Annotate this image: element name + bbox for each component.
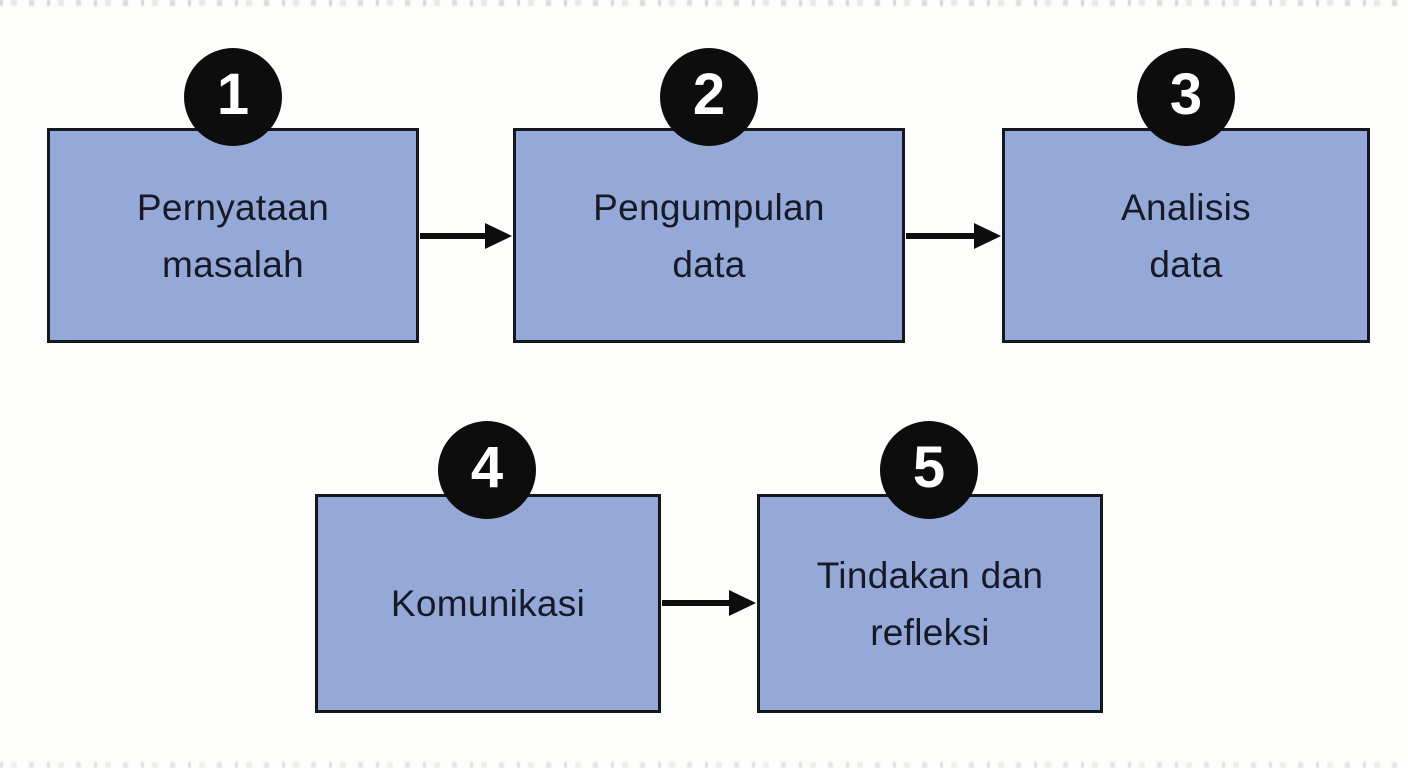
step-number-badge-3: 3 [1137, 48, 1235, 146]
arrow-shaft [420, 233, 485, 239]
step-number-badge-2: 2 [660, 48, 758, 146]
arrow-step4-to-step5 [662, 590, 756, 616]
step-number-2: 2 [692, 62, 726, 127]
arrow-head-icon [485, 223, 512, 249]
arrow-step2-to-step3 [906, 223, 1001, 249]
arrow-shaft [906, 233, 974, 239]
step-box-1: Pernyataan masalah [47, 128, 419, 343]
top-crop-artifact [0, 0, 1408, 6]
step-label-4: Komunikasi [390, 583, 586, 624]
step-number-badge-1: 1 [184, 48, 282, 146]
step-box-3: Analisis data [1002, 128, 1370, 343]
step-number-4: 4 [470, 435, 504, 500]
step-number-5: 5 [912, 435, 946, 500]
step-label-1: Pernyataan masalah [136, 186, 330, 285]
step-label-3: Analisis data [1121, 186, 1251, 285]
step-box-4: Komunikasi [315, 494, 661, 713]
step-number-1: 1 [216, 62, 250, 127]
step-label-2: Pengumpulan data [593, 186, 825, 285]
step-number-3: 3 [1169, 62, 1203, 127]
arrow-shaft [662, 600, 729, 606]
arrow-head-icon [729, 590, 756, 616]
arrow-step1-to-step2 [420, 223, 512, 249]
step-number-badge-4: 4 [438, 421, 536, 519]
step-label-5: Tindakan dan refleksi [816, 554, 1044, 653]
arrow-head-icon [974, 223, 1001, 249]
step-box-2: Pengumpulan data [513, 128, 905, 343]
step-box-5: Tindakan dan refleksi [757, 494, 1103, 713]
bottom-crop-artifact [0, 762, 1408, 768]
step-number-badge-5: 5 [880, 421, 978, 519]
